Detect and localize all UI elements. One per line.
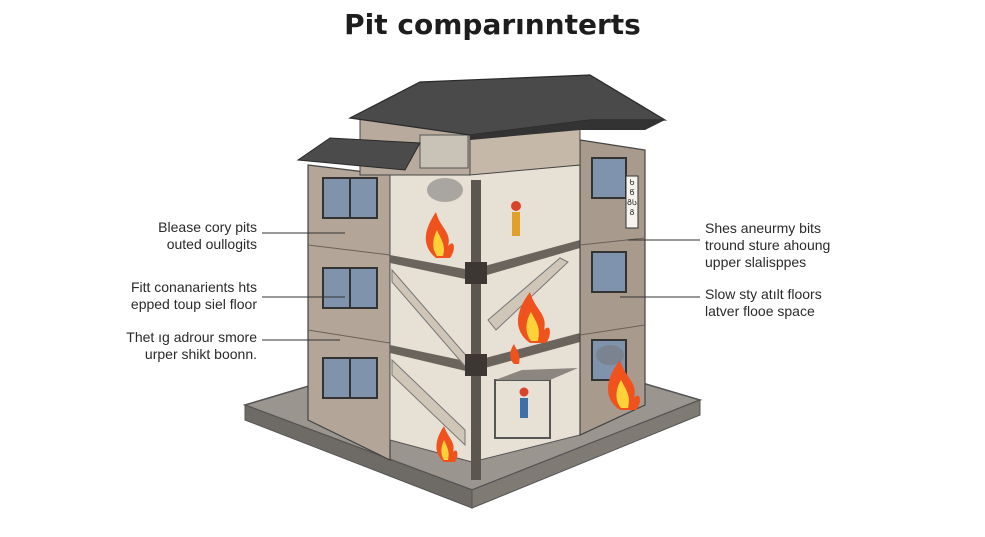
annotation-right-1: Shes aneurmy bits tround sture ahoung up… xyxy=(705,220,895,271)
wall-sign: ᲮᲬᲒᲡᲒ xyxy=(627,178,637,228)
smoke xyxy=(427,178,624,365)
annotation-left-2-line1: Fitt conanarients hts xyxy=(130,279,257,295)
annotation-left-2-line2: epped toup siel floor xyxy=(130,296,257,312)
annotation-left-1-line1: Blease cory pits xyxy=(158,219,257,235)
annotation-right-2-line1: Slow sty atılt floors xyxy=(705,286,822,302)
wall-sign-text: ᲮᲬᲒᲡᲒ xyxy=(627,178,638,217)
annotation-right-1-line1: Shes aneurmy bits xyxy=(705,220,821,236)
interior-cutaway xyxy=(389,164,581,480)
annotation-right-1-line3: upper slalisppes xyxy=(705,254,807,270)
annotation-left-1: Blease cory pits outed oullogits xyxy=(92,219,257,253)
annotation-right-2: Slow sty atılt floors latver flooe space xyxy=(705,286,895,320)
annotation-left-2: Fitt conanarients hts epped toup siel fl… xyxy=(72,279,257,313)
roof xyxy=(296,74,668,171)
annotation-left-3: Thet ıg adrour smore urper shikt boonn. xyxy=(82,329,257,363)
annotation-left-3-line1: Thet ıg adrour smore xyxy=(126,329,257,345)
firefighter-figures xyxy=(511,201,529,418)
left-windows xyxy=(322,177,378,399)
fire-flames xyxy=(425,212,640,462)
right-wall xyxy=(579,139,646,436)
annotation-left-3-line2: urper shikt boonn. xyxy=(144,346,257,362)
annotation-right-2-line2: latver flooe space xyxy=(705,303,815,319)
leader-lines xyxy=(262,232,700,341)
diagram-title: Pit comparınnterts xyxy=(344,8,641,41)
annotation-left-1-line2: outed oullogits xyxy=(166,236,257,252)
annotation-right-1-line2: tround sture ahoung xyxy=(705,237,831,253)
